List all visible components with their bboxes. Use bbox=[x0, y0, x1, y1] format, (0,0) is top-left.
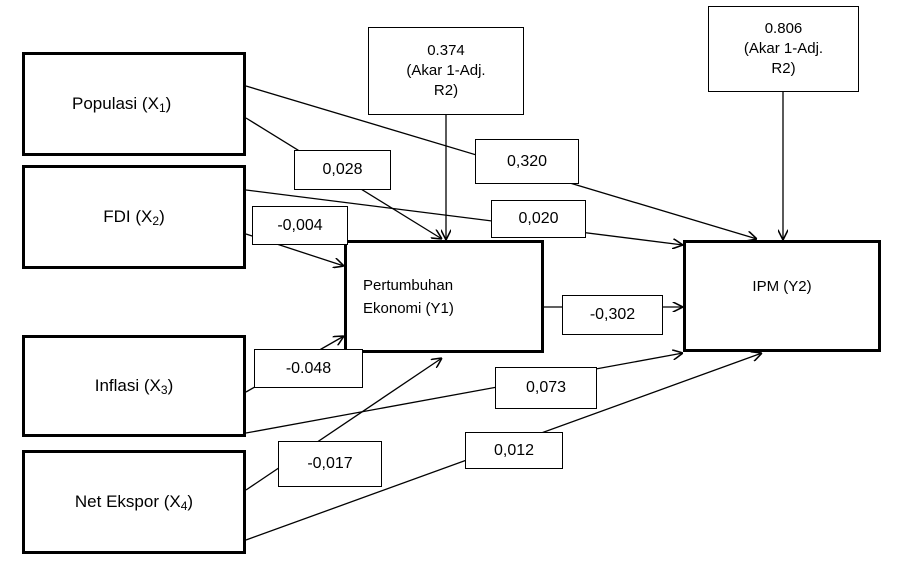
coefficient-x4-y2: 0,012 bbox=[465, 432, 563, 469]
variable-box-y2: IPM (Y2) bbox=[683, 240, 881, 352]
variable-label-x2: FDI (X2) bbox=[103, 206, 165, 228]
coefficient-x3-y1: -0.048 bbox=[254, 349, 363, 388]
residual-box-y2: 0.806 (Akar 1-Adj. R2) bbox=[708, 6, 859, 92]
variable-label-y2: IPM (Y2) bbox=[752, 277, 812, 295]
residual-value-y2: 0.806 bbox=[764, 20, 803, 37]
arrow-x2-y2 bbox=[245, 189, 683, 245]
residual-note-y2: (Akar 1-Adj. bbox=[743, 40, 824, 57]
variable-label-x4: Net Ekspor (X4) bbox=[74, 491, 194, 513]
variable-label-x3: Inflasi (X3) bbox=[94, 375, 174, 397]
variable-box-x4: Net Ekspor (X4) bbox=[22, 450, 246, 554]
arrow-x3-y2 bbox=[245, 353, 683, 434]
variable-box-x1: Populasi (X1) bbox=[22, 52, 246, 156]
coefficient-x4-y1: -0,017 bbox=[278, 441, 382, 487]
coefficient-x1-y2: 0,320 bbox=[475, 139, 579, 184]
residual-note-y1: (Akar 1-Adj. bbox=[406, 62, 486, 79]
variable-label-x1: Populasi (X1) bbox=[72, 93, 172, 115]
variable-box-x2: FDI (X2) bbox=[22, 165, 246, 269]
variable-label-y1-line1: Pertumbuhan bbox=[363, 276, 454, 294]
variable-box-y1: Pertumbuhan Ekonomi (Y1) bbox=[344, 240, 544, 353]
variable-label-y1-line2: Ekonomi (Y1) bbox=[363, 299, 454, 317]
residual-note-y2-end: R2) bbox=[771, 60, 796, 77]
coefficient-x2-y1: -0,004 bbox=[252, 206, 348, 245]
coefficient-x2-y2: 0,020 bbox=[491, 200, 586, 238]
residual-box-y1: 0.374 (Akar 1-Adj. R2) bbox=[368, 27, 524, 115]
residual-note-y1-end: R2) bbox=[433, 82, 459, 99]
variable-box-x3: Inflasi (X3) bbox=[22, 335, 246, 437]
coefficient-y1-y2: -0,302 bbox=[562, 295, 663, 335]
coefficient-x1-y1: 0,028 bbox=[294, 150, 391, 190]
residual-value-y1: 0.374 bbox=[427, 42, 465, 59]
coefficient-x3-y2: 0,073 bbox=[495, 367, 597, 409]
